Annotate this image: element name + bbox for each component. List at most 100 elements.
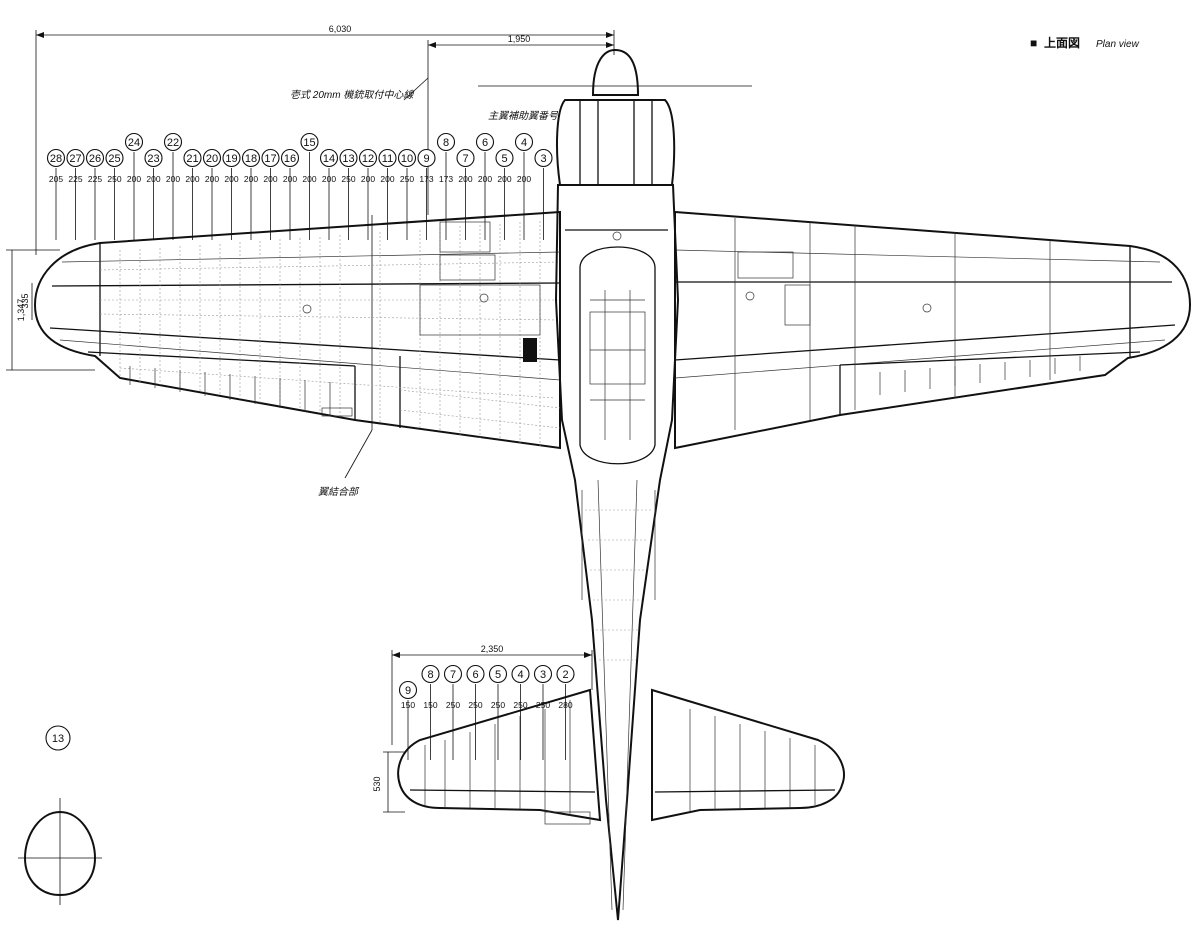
wing-rib-number: 26: [89, 153, 101, 165]
title-english: Plan view: [1096, 39, 1140, 50]
wing-rib-spacing: 200: [244, 174, 258, 184]
wing-rib-spacing: 225: [68, 174, 82, 184]
wing-rib-spacing: 200: [146, 174, 160, 184]
tail-rib-circle: [511, 664, 530, 684]
tail-rib-spacing: 250: [513, 700, 527, 710]
wing-rib-circle: [475, 132, 495, 152]
wing-rib-circle: [222, 148, 241, 168]
wing-rib-number: 23: [147, 153, 159, 165]
wing-rib-circle: [66, 148, 85, 168]
wing-rib-spacing: 200: [205, 174, 219, 184]
wing-rib-circle: [85, 148, 105, 168]
tail-rib-number: 6: [472, 669, 478, 681]
tail-rib-spacing: 150: [401, 700, 415, 710]
wing-rib-number: 3: [540, 153, 546, 165]
wing-rib-circle: [514, 132, 534, 152]
wing-rib-number: 13: [342, 153, 354, 165]
wing-rib-spacing: 200: [302, 174, 316, 184]
tail-rib-spacing: 250: [536, 700, 550, 710]
left-stabilizer: [397, 688, 602, 825]
figure-number: 13: [45, 725, 71, 751]
wing-rib-number: 18: [245, 153, 257, 165]
right-stabilizer: [651, 688, 845, 822]
tail-rib-spacing: 280: [558, 700, 572, 710]
wing-rib-circle: [397, 148, 417, 168]
wing-rib-spacing: 200: [380, 174, 394, 184]
wing-rib-spacing: 200: [361, 174, 375, 184]
tail-rib-spacing: 250: [468, 700, 482, 710]
wing-rib-spacing: 200: [283, 174, 297, 184]
wing-joint-label: 翼結合部: [318, 486, 360, 498]
wing-rib-circle: [319, 148, 339, 168]
wing-rib-15: 15 200: [300, 132, 319, 240]
wing-rib-spacing: 200: [166, 174, 180, 184]
wing-rib-number: 19: [225, 153, 237, 165]
wing-rib-spacing: 200: [517, 174, 531, 184]
tail-rib-number: 8: [427, 669, 433, 681]
aileron-annotation: 主翼補助翼番号: [488, 110, 559, 122]
wing-rib-spacing: 200: [127, 174, 141, 184]
wing-rib-number: 4: [521, 137, 527, 149]
tail-rib-number: 3: [540, 669, 546, 681]
wingtip-chord-b-text: 335: [20, 293, 30, 308]
wing-rib-number: 14: [323, 153, 335, 165]
wing-rib-circle: [46, 148, 66, 168]
tail-rib-spacing: 250: [446, 700, 460, 710]
wing-rib-number: 25: [108, 153, 120, 165]
wingtip-chord-a-text: 1,347: [16, 299, 26, 322]
wing-rib-3: 3: [534, 148, 553, 240]
tail-rib-circle: [398, 680, 418, 700]
wing-rib-6: 6 200: [475, 132, 495, 240]
wing-rib-number: 6: [482, 137, 488, 149]
tail-rib-number: 9: [405, 685, 411, 697]
wing-rib-number: 21: [186, 153, 198, 165]
wing-rib-number: 17: [264, 153, 276, 165]
wing-rib-circle: [163, 132, 183, 152]
tail-rib-3: 3 250: [533, 664, 553, 760]
wing-rib-spacing: 200: [458, 174, 472, 184]
wing-rib-spacing: 200: [478, 174, 492, 184]
wing-rib-12: 12 200: [358, 148, 378, 240]
gun-dimension: 1,950: [427, 34, 614, 215]
tail-rib-circle: [533, 664, 553, 684]
overall-dimension: 6,030: [35, 24, 615, 255]
wing-rib-circle: [183, 148, 202, 168]
tail-span-dimension: 2,350: [391, 644, 593, 745]
wing-rib-number: 10: [401, 153, 413, 165]
tail-rib-6: 6 250: [466, 664, 485, 760]
wing-rib-circle: [417, 148, 436, 168]
wing-rib-number: 15: [303, 137, 315, 149]
wing-rib-spacing: 200: [497, 174, 511, 184]
tail-chord-dimension: 530: [372, 751, 405, 813]
wing-rib-circle: [280, 148, 300, 168]
tail-rib-circle: [556, 664, 575, 684]
wing-rib-circle: [495, 148, 514, 168]
wing-rib-number: 12: [362, 153, 374, 165]
wing-rib-circle: [436, 132, 456, 152]
wing-rib-spacing: 173: [439, 174, 453, 184]
wingtip-chord-dimension: 1,347 335: [6, 249, 95, 371]
tail-rib-circle: [466, 664, 485, 684]
wing-rib-number: 22: [167, 137, 179, 149]
wing-rib-22: 22 200: [163, 132, 183, 240]
wing-rib-number: 27: [69, 153, 81, 165]
fuselage: [554, 48, 680, 921]
wing-rib-number: 28: [50, 153, 62, 165]
wing-rib-circle: [358, 148, 378, 168]
title-japanese: 上面図: [1044, 35, 1080, 50]
wing-rib-circle: [202, 148, 222, 168]
tail-rib-circle: [488, 664, 508, 684]
